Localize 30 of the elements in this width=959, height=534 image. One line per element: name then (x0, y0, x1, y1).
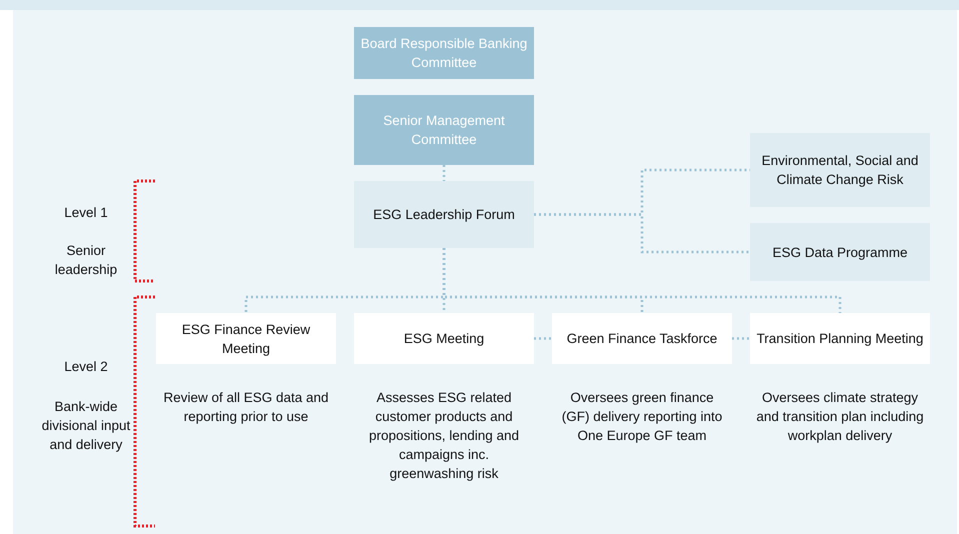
dotted-connector (442, 165, 446, 181)
node-title: Green Finance Taskforce (566, 330, 718, 348)
forum-box (750, 223, 930, 281)
node-title: Transition Planning Meeting (756, 330, 924, 348)
node-title: Board Responsible Banking Committee (360, 35, 528, 72)
committee-box (354, 95, 534, 165)
meeting-box (354, 313, 534, 364)
level-label: Level 2 (63, 358, 109, 376)
meeting-box (750, 313, 930, 364)
dotted-connector (732, 337, 750, 340)
committee-box (354, 27, 534, 79)
dotted-connector (534, 337, 552, 340)
meeting-box (552, 313, 732, 364)
description-text: Assesses ESG related customer products and propositions, lending and campaigns inc. greenwashing risk (368, 389, 520, 483)
node-title: ESG Data Programme (772, 244, 908, 262)
node-title: Environmental, Social and Climate Change Risk (760, 152, 920, 189)
description-text: Oversees green finance (GF) delivery reporting into One Europe GF team (560, 389, 724, 445)
forum-box (750, 133, 930, 207)
node-title: ESG Finance Review Meeting (180, 320, 312, 358)
description-text: Review of all ESG data and reporting prior to use (162, 389, 330, 426)
dotted-connector (534, 213, 750, 254)
level-label: Senior leadership (54, 242, 118, 279)
level-label: Bank-wide divisional input and delivery (40, 398, 132, 454)
node-title: ESG Meeting (404, 330, 484, 348)
node-title: Senior Management Committee (382, 112, 506, 149)
meeting-box (156, 313, 336, 364)
forum-box (354, 181, 534, 248)
description-text: Oversees climate strategy and transition plan including workplan delivery (755, 389, 925, 445)
node-title: ESG Leadership Forum (373, 206, 515, 224)
level-label: Level 1 (63, 204, 109, 222)
